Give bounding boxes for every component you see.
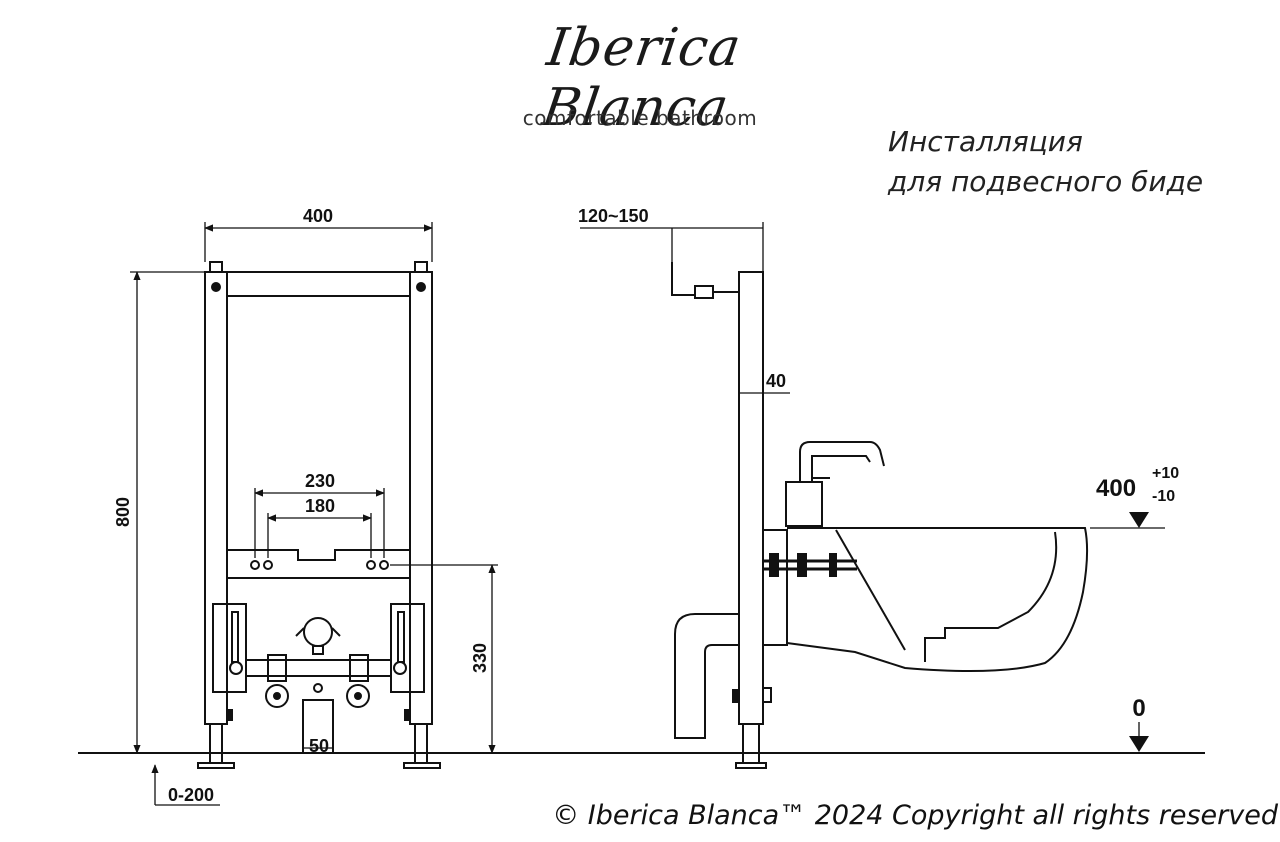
front-right-leg <box>414 723 428 764</box>
dim-inlet-outer: 230 <box>305 471 335 491</box>
bidet-bowl <box>786 527 1089 673</box>
level-marker-bowl <box>1129 512 1149 528</box>
side-frame-post <box>738 271 764 725</box>
dim-floor-level: 0 <box>1132 695 1145 722</box>
front-right-post <box>409 271 433 725</box>
dim-inlet-inner: 180 <box>305 496 335 516</box>
front-drain-pipe <box>302 699 334 754</box>
side-dimensions <box>580 222 1165 529</box>
dim-width: 400 <box>303 206 333 226</box>
dim-leg-adjust: 0-200 <box>168 785 214 805</box>
dim-depth: 120~150 <box>578 206 649 226</box>
front-left-leg <box>209 723 223 764</box>
title-line-1: Инсталляция <box>888 125 1083 158</box>
front-mount-plate <box>226 549 411 579</box>
title-line-2: для подвесного биде <box>888 165 1204 198</box>
dim-inlet-height: 330 <box>470 643 490 673</box>
diagram-title: Инсталляция для подвесного биде <box>888 122 1268 202</box>
level-marker-floor <box>1129 736 1149 752</box>
brand-tagline: comfortable bathroom <box>522 106 758 130</box>
side-view <box>671 262 1089 769</box>
front-top-bar <box>226 271 411 297</box>
side-leg <box>742 723 760 764</box>
dim-bowl-height: 400 <box>1096 475 1136 502</box>
front-right-bracket <box>390 603 425 693</box>
dim-bowl-tol-minus: -10 <box>1152 488 1175 505</box>
dim-bowl-tol-plus: +10 <box>1152 465 1179 482</box>
dim-height: 800 <box>113 497 133 527</box>
copyright-notice: © Iberica Blanca™ 2024 Copyright all rig… <box>552 800 1278 831</box>
dim-frame-depth: 40 <box>766 371 786 391</box>
front-left-bracket <box>212 603 247 693</box>
front-view <box>197 261 441 769</box>
front-left-post <box>204 271 228 725</box>
side-drain-pipe <box>674 613 739 739</box>
dim-drain-width: 50 <box>309 736 329 756</box>
faucet <box>799 441 885 482</box>
front-dimensions <box>130 222 498 806</box>
